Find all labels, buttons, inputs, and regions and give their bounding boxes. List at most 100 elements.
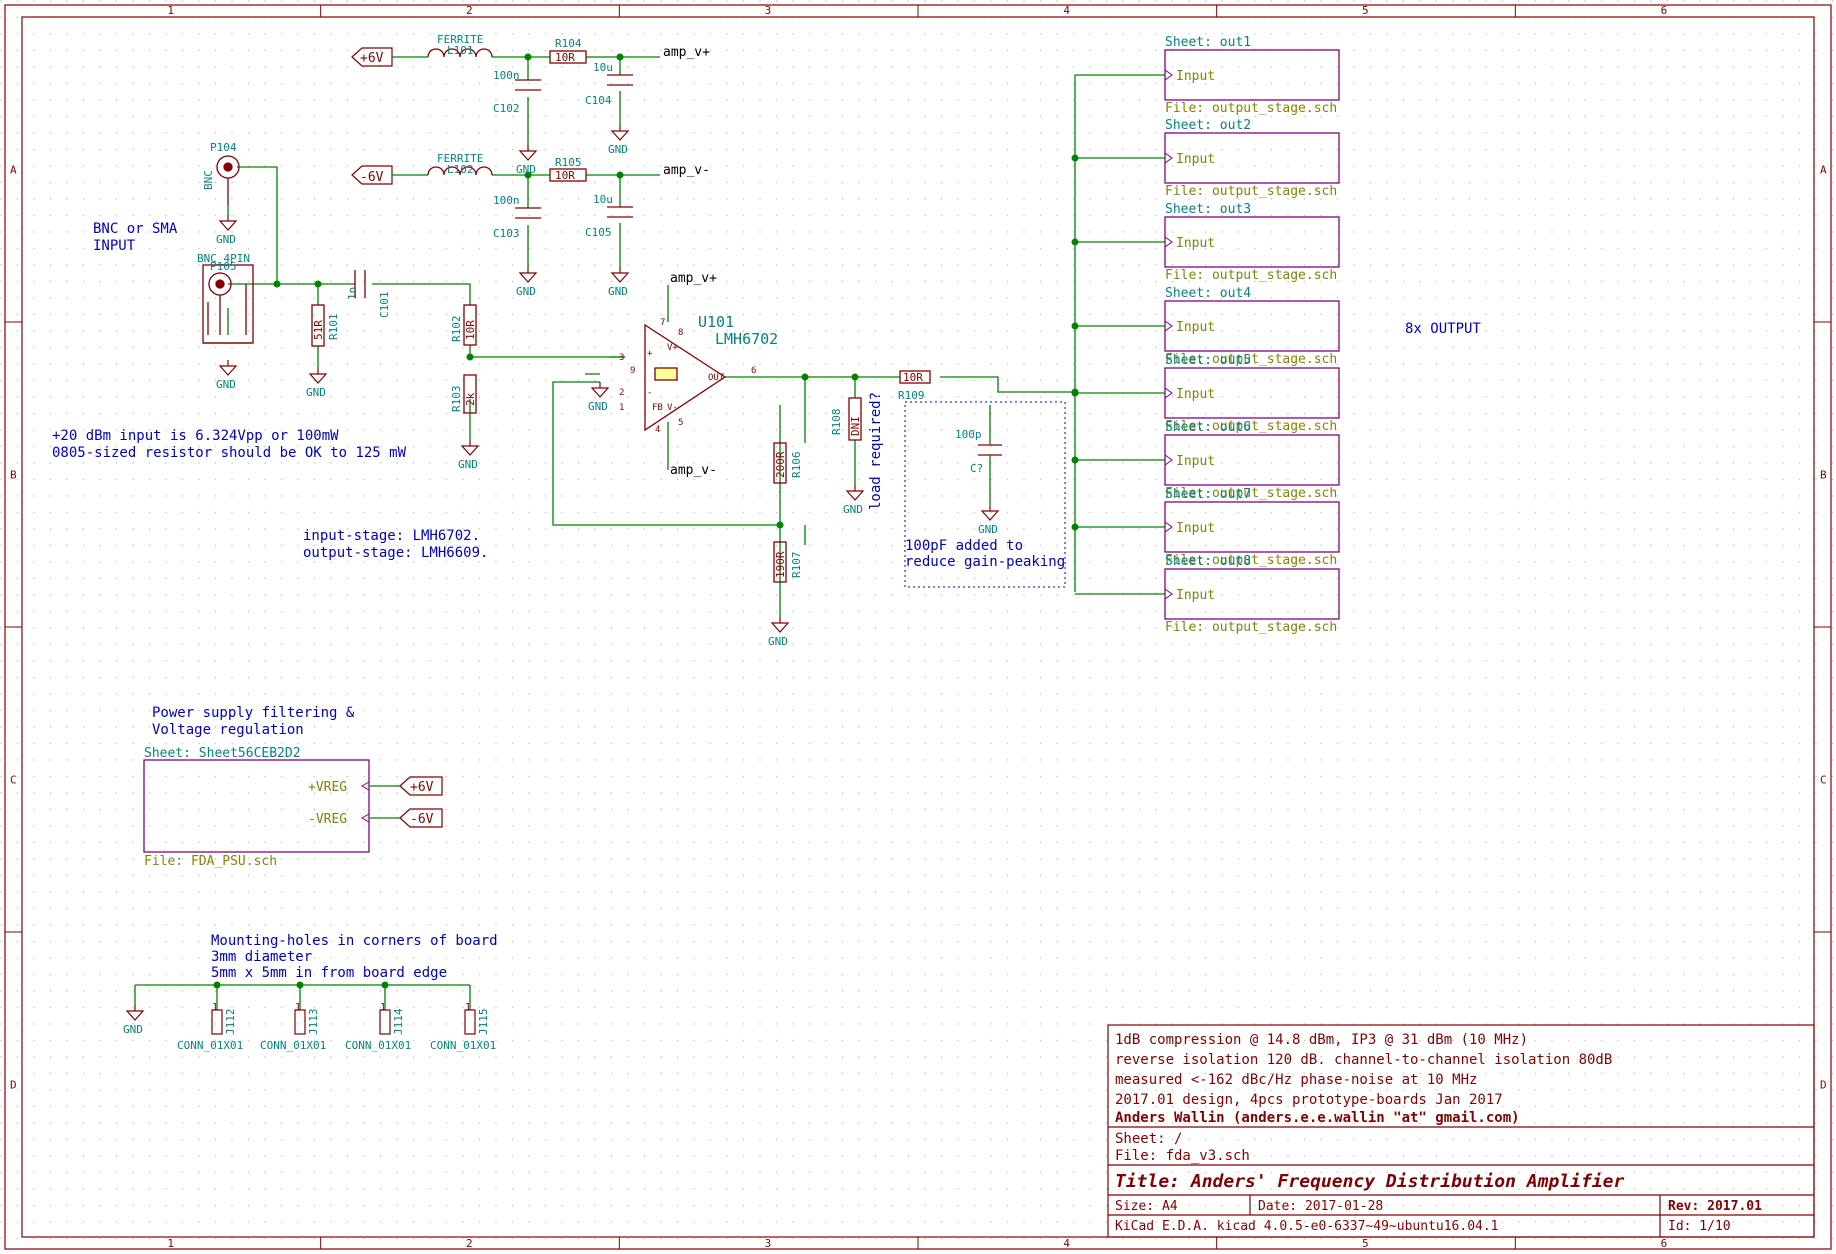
tb-sheet: Sheet: /	[1115, 1131, 1182, 1147]
svg-text:3: 3	[619, 353, 624, 363]
tb-tool: KiCad E.D.A. kicad 4.0.5-e0-6337~49~ubun…	[1115, 1219, 1499, 1234]
svg-text:7: 7	[660, 318, 665, 328]
col-label-top: 1	[167, 4, 174, 17]
border-ticks	[5, 5, 1831, 1249]
u101-val: LMH6702	[715, 330, 778, 348]
psu-sheet-name: Sheet: Sheet56CEB2D2	[144, 746, 301, 761]
gnd-icon	[610, 125, 630, 141]
gnd-icon	[218, 360, 238, 376]
r107-val: 190R	[774, 551, 787, 578]
gnd-icon	[980, 505, 1000, 521]
c102-ref: C102	[493, 102, 520, 115]
psu-sheet-file: File: FDA_PSU.sch	[144, 854, 277, 869]
c104-ref: C104	[585, 94, 612, 107]
r104-val: 10R	[555, 51, 575, 64]
psu-sheet[interactable]: Sheet: Sheet56CEB2D2 File: FDA_PSU.sch +…	[143, 746, 443, 869]
sheet-pin: Input	[1176, 387, 1215, 402]
sheet-file: File: output_stage.sch	[1165, 620, 1337, 635]
gnd-icon	[218, 215, 238, 231]
tb-id: Id: 1/10	[1668, 1219, 1731, 1234]
l101-ref: L101	[447, 44, 474, 57]
sheet-file: File: output_stage.sch	[1165, 184, 1337, 199]
svg-text:1: 1	[295, 1002, 301, 1013]
gnd-label: GND	[216, 378, 236, 391]
sheet-file: File: output_stage.sch	[1165, 268, 1337, 283]
l102-val: FERRITE	[437, 152, 483, 165]
tb-title: Title: Anders' Frequency Distribution Am…	[1115, 1171, 1624, 1192]
gnd-label: GND	[516, 163, 536, 176]
mh-val: CONN_01X01	[430, 1039, 496, 1052]
gnd-icon	[590, 382, 610, 398]
psu-note-1: Power supply filtering &	[152, 705, 355, 721]
stage-note-2: output-stage: LMH6609.	[303, 545, 488, 561]
power-filter: +6V -6V	[351, 33, 710, 267]
tb-rev: Rev: 2017.01	[1668, 1199, 1762, 1214]
gnd-icon	[518, 145, 538, 161]
row-label-left: B	[10, 469, 17, 482]
svg-text:9: 9	[630, 366, 635, 376]
r109-ref: R109	[898, 389, 925, 402]
sheet-file: File: output_stage.sch	[1165, 553, 1337, 568]
svg-text:6: 6	[751, 366, 756, 376]
title-block: 1dB compression @ 14.8 dBm, IP3 @ 31 dBm…	[1107, 1024, 1815, 1238]
r102-val: 10R	[464, 320, 477, 340]
c102-val: 100n	[493, 69, 520, 82]
r102-ref: R102	[450, 316, 463, 343]
sheet-file: File: output_stage.sch	[1165, 419, 1337, 434]
col-label-bottom: 3	[765, 1237, 772, 1250]
svg-text:FB: FB	[652, 403, 663, 413]
tb-company: Anders Wallin (anders.e.e.wallin "at" gm…	[1115, 1110, 1520, 1126]
sheet-name: Sheet: out4	[1165, 286, 1251, 301]
cap-note-1: 100pF added to	[905, 538, 1023, 554]
psu-note-2: Voltage regulation	[152, 722, 304, 738]
gnd-icon	[610, 267, 630, 283]
r106-ref: R106	[790, 452, 803, 479]
r108-note: load required?	[868, 392, 884, 510]
row-label-left: D	[10, 1079, 17, 1092]
r108-ref: R108	[830, 409, 843, 436]
net-amp-vpos: amp_v+	[663, 45, 710, 60]
tb-size: Size: A4	[1115, 1199, 1178, 1214]
r105-val: 10R	[555, 169, 575, 182]
psu-flag-neg: -6V	[410, 812, 434, 827]
gnd-label: GND	[123, 1023, 143, 1036]
input-section: P104 BNC_4PIN P105 BNC R101 C101 1n R102…	[93, 141, 625, 440]
gnd-icon	[770, 617, 790, 633]
col-label-bottom: 1	[167, 1237, 174, 1250]
gnd-label: GND	[516, 285, 536, 298]
sheet-pin: Input	[1176, 69, 1215, 84]
sheet-name: Sheet: out3	[1165, 202, 1251, 217]
c104-val: 10u	[593, 61, 613, 74]
row-label-left: A	[10, 164, 17, 177]
svg-text:V+: V+	[667, 343, 678, 353]
col-label-bottom: 5	[1362, 1237, 1369, 1250]
amp-vpos-label: amp_v+	[670, 271, 717, 286]
col-label-top: 3	[765, 4, 772, 17]
r101-val: 51R	[312, 320, 325, 340]
gnd-label: GND	[216, 233, 236, 246]
c-val: 100p	[955, 428, 982, 441]
tb-comment: 1dB compression @ 14.8 dBm, IP3 @ 31 dBm…	[1115, 1032, 1528, 1048]
sheet-file: File: output_stage.sch	[1165, 352, 1337, 367]
gnd-label: GND	[978, 523, 998, 536]
r103-ref: R103	[450, 386, 463, 413]
svg-text:V-: V-	[667, 403, 678, 413]
gnd-label: GND	[608, 285, 628, 298]
psu-pin-neg: -VREG	[308, 812, 347, 827]
neg-flag-label: -6V	[360, 170, 384, 185]
bnc-note-1: BNC or SMA	[93, 221, 178, 237]
c101-ref: C101	[378, 292, 391, 319]
gnd-label: GND	[608, 143, 628, 156]
net-amp-vneg: amp_v-	[663, 163, 710, 178]
